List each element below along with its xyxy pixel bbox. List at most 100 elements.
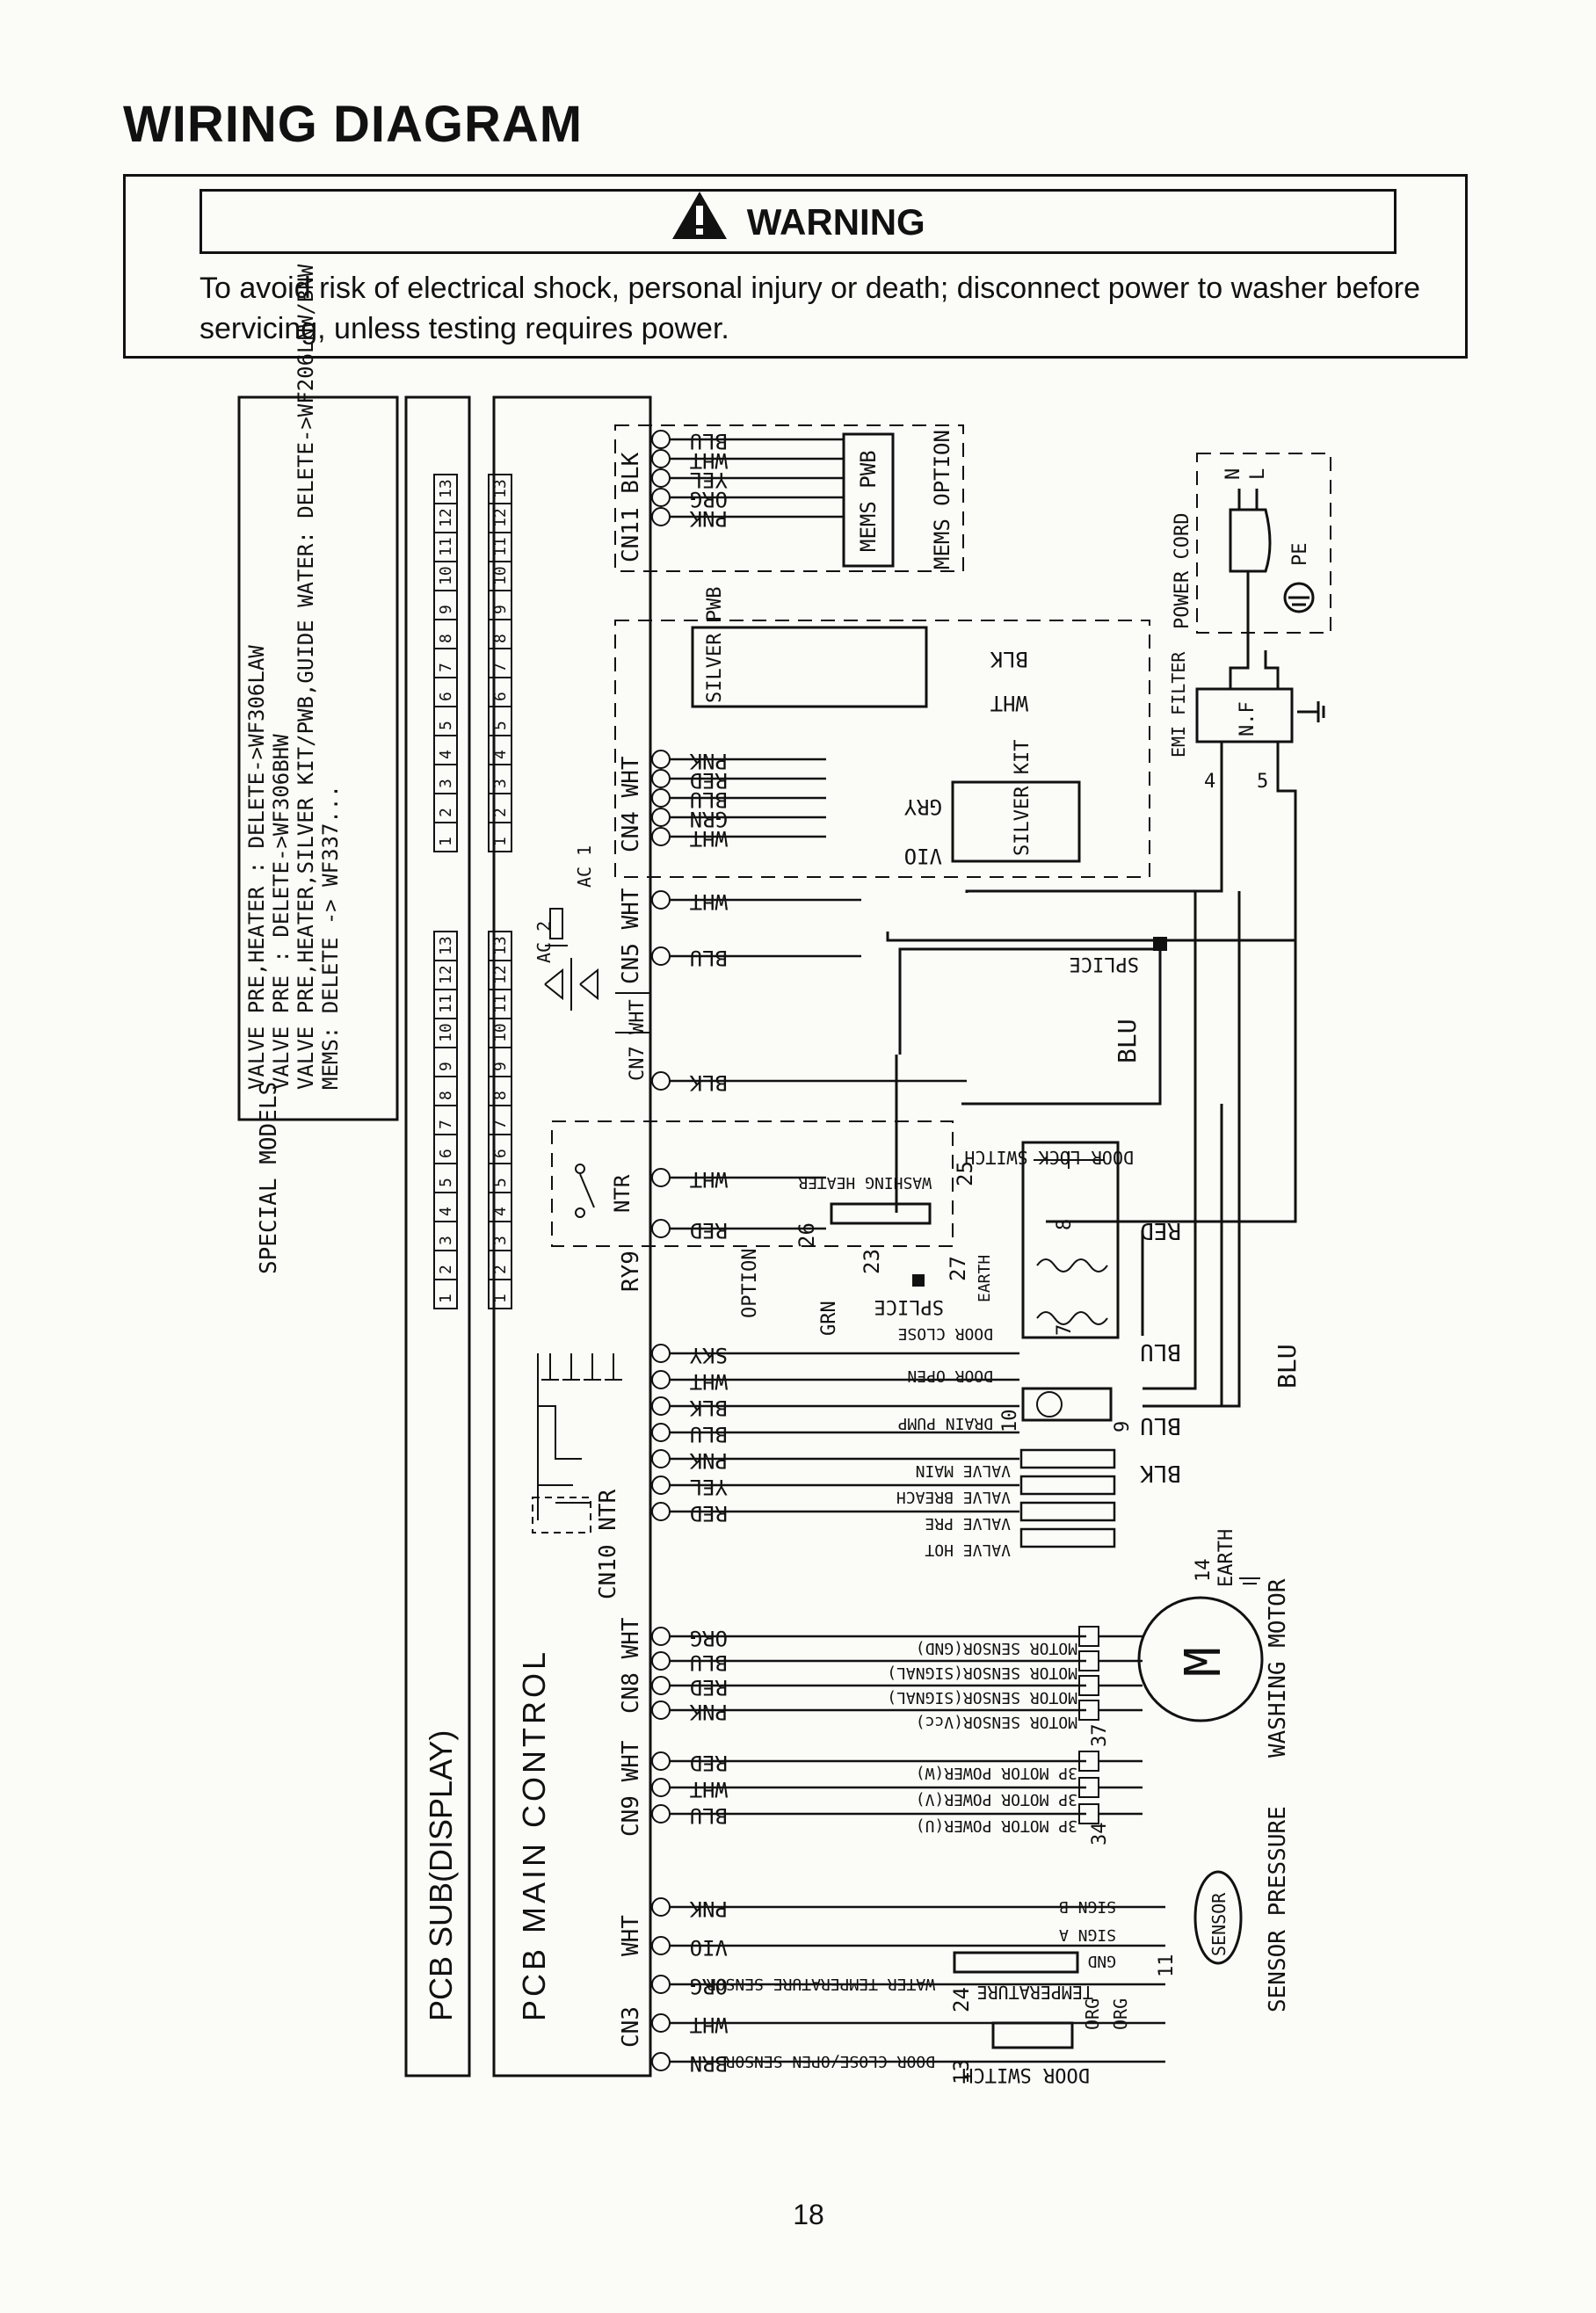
pin-number: 6 xyxy=(491,692,510,701)
pin-number: 5 xyxy=(437,1178,455,1187)
pcb-sub-display xyxy=(404,395,471,2077)
pin-number: 11 xyxy=(437,537,455,556)
mems-option-box xyxy=(614,424,964,572)
wire-color-label: YEL xyxy=(690,468,728,492)
valve-coil xyxy=(1019,1448,1116,1469)
pin-number: 13 xyxy=(491,479,510,498)
valve-label: VALVE HOT xyxy=(925,1541,1011,1559)
cn3-color-label: WHT xyxy=(618,1915,644,1956)
emi-filter-label: EMI FILTER xyxy=(1168,651,1189,758)
connector-pin xyxy=(651,1449,671,1468)
pin-number: 5 xyxy=(491,1178,510,1187)
valve-label: VALVE MAIN xyxy=(916,1461,1011,1480)
connector-pin xyxy=(651,2052,671,2071)
wire-color-label: YEL xyxy=(690,1475,728,1499)
pin-number: 7 xyxy=(437,1120,455,1129)
connector-pin xyxy=(651,1804,671,1824)
splice-top-label: SPLICE xyxy=(1070,953,1139,975)
terminal-26: 26 xyxy=(794,1222,819,1248)
terminal-8: 8 xyxy=(1054,1219,1076,1230)
cn11-label: CN11 BLK xyxy=(618,452,644,562)
pin-number: 1 xyxy=(437,837,455,846)
pin-number: 7 xyxy=(437,663,455,672)
terminal-10: 10 xyxy=(999,1410,1021,1433)
silver-pwb-box xyxy=(691,626,928,708)
terminal-25: 25 xyxy=(953,1161,977,1186)
pin-number: 3 xyxy=(437,1236,455,1245)
silver-kit-label: SILVER KIT xyxy=(1012,740,1034,856)
temperature-label: TEMPERATURE xyxy=(977,1982,1093,2003)
wire-color-label: RED xyxy=(690,768,728,793)
wire-color-label: ORG xyxy=(690,1974,728,1998)
pin-cell xyxy=(488,931,512,961)
wire-color-label: BLU xyxy=(690,946,728,970)
connector-pin xyxy=(651,1778,671,1797)
splice-top-node xyxy=(1153,937,1167,951)
pin-number: 8 xyxy=(437,1091,455,1100)
connector-pin xyxy=(651,449,671,468)
sensor-label: SENSOR xyxy=(1208,1892,1230,1956)
connector-pin xyxy=(651,1219,671,1238)
wire-color-label: RED xyxy=(690,1501,728,1526)
terminal-27: 27 xyxy=(946,1256,970,1281)
bus-blu-label-2: BLU xyxy=(1273,1344,1302,1389)
pin-number: 6 xyxy=(491,1149,510,1158)
wire-color-label: GRY xyxy=(903,794,942,819)
terminal-5: 5 xyxy=(1257,771,1268,793)
power-cord-label: POWER CORD xyxy=(1172,513,1193,629)
connector-pin xyxy=(651,1897,671,1917)
connector-pin xyxy=(651,2013,671,2033)
splice-mid-node xyxy=(912,1274,925,1287)
warning-text: To avoid risk of electrical shock, perso… xyxy=(200,272,1421,345)
connector-pin xyxy=(651,1370,671,1389)
motor-line-label: MOTOR SENSOR(SIGNAL) xyxy=(887,1688,1077,1707)
washing-motor-symbol xyxy=(1137,1596,1264,1722)
drain-pump-motor-icon xyxy=(1036,1391,1063,1418)
wire-labels: BLUWHTYELORGPNKPNKREDBLUGRNWHTWHTBLUBLKW… xyxy=(689,429,1028,2076)
valve-label: VALVE PRE xyxy=(925,1514,1011,1533)
wire-color-label: BLU xyxy=(690,1803,728,1828)
cn7-label: CN7 WHT xyxy=(627,999,649,1081)
option-label: OPTION xyxy=(739,1249,761,1318)
bus-blu-label-4: BLU xyxy=(1140,1338,1181,1365)
wire-color-label: VIO xyxy=(690,1935,728,1960)
terminal-9: 9 xyxy=(1112,1421,1134,1432)
pin-number: 12 xyxy=(491,965,510,984)
drain-pump-label: DRAIN PUMP xyxy=(897,1414,993,1432)
connector-pin xyxy=(651,1975,671,1994)
bus-blu-label-3: BLU xyxy=(1140,1412,1181,1439)
wire-color-label: BLU xyxy=(690,1650,728,1675)
washing-heater-element xyxy=(830,1202,932,1225)
pin-number: 2 xyxy=(437,808,455,817)
door-lock-switch-label: DOOR LOCK SWITCH xyxy=(964,1147,1134,1168)
pin-number: 2 xyxy=(491,1265,510,1274)
wire-color-label: VIO xyxy=(904,844,942,868)
terminal-7: 7 xyxy=(1054,1324,1076,1336)
sensor-pressure-label: SENSOR PRESSURE xyxy=(1265,1806,1291,2012)
terminal-13: 13 xyxy=(949,2059,974,2085)
connector-pin xyxy=(651,788,671,808)
wire-color-label: WHT xyxy=(690,448,728,473)
cn5-label: CN5 WHT xyxy=(618,888,644,984)
power-l-label: L xyxy=(1247,468,1269,480)
terminal-24: 24 xyxy=(949,1987,974,2012)
door-switch-box xyxy=(991,2021,1074,2049)
bus-blu-label-1: BLU xyxy=(1113,1019,1142,1063)
wire-color-label: WHT xyxy=(690,1167,728,1192)
pin-number: 12 xyxy=(437,508,455,527)
connector-pin xyxy=(651,468,671,488)
ntr-relay-label: NTR xyxy=(610,1174,635,1213)
motor-line-label: MOTOR SENSOR(SIGNAL) xyxy=(887,1664,1077,1682)
power-cord-box xyxy=(1196,453,1331,634)
valve-coil xyxy=(1019,1501,1116,1522)
warning-heading: WARNING xyxy=(746,201,925,243)
pin-number: 7 xyxy=(491,1120,510,1129)
pin-number: 12 xyxy=(437,965,455,984)
cn9-label: CN9 WHT xyxy=(618,1740,644,1837)
pin-number: 10 xyxy=(437,1023,455,1042)
pin-number: 11 xyxy=(437,994,455,1013)
connector-pin xyxy=(651,1476,671,1495)
connector-pin xyxy=(651,488,671,507)
